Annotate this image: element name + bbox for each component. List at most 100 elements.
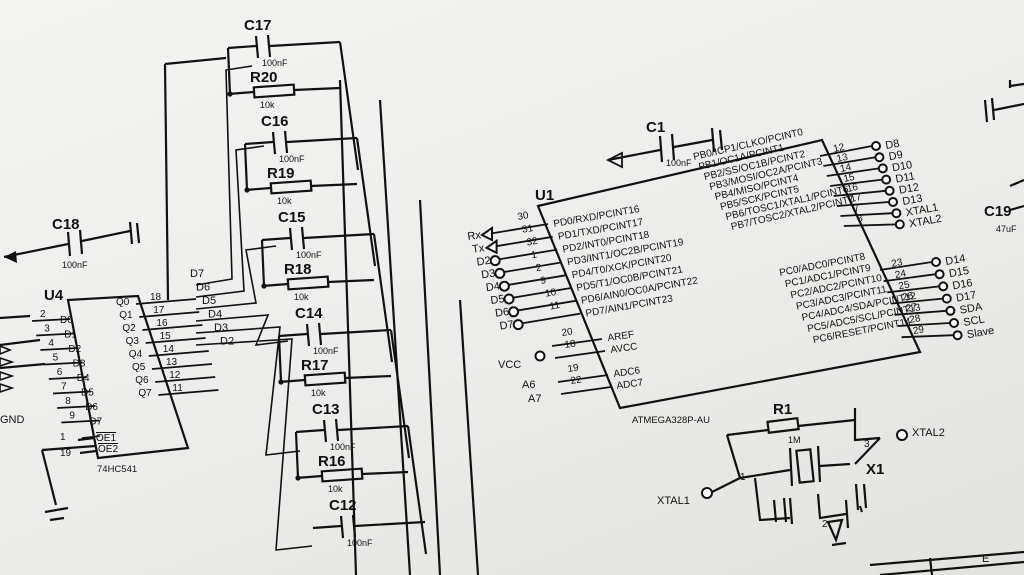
u1-left-pin-wire [510,287,572,299]
bus-net-label: D7 [190,268,204,280]
ladder-res-ref: R17 [301,357,329,374]
u4-output-pin-number: 16 [156,318,168,329]
u1-portb-terminal [894,219,905,230]
ladder-resistor-body [252,83,296,99]
u1-portb-pin-wire [833,189,886,197]
bus-wire [164,56,227,66]
u1-portc-net-label: D16 [952,277,974,292]
ladder-cap-wire [312,520,426,530]
bus-net-label: D6 [196,282,210,294]
ladder-cap-plates [288,226,306,251]
u1-portb-terminal [891,208,902,219]
vcc-terminal [534,350,546,362]
u4-input-pin-number: 4 [48,338,54,349]
u1-portc-pin-number: 28 [908,313,921,326]
u1-portb-terminal [881,174,892,185]
ladder-junction-dot [227,91,233,97]
u1-port-terminal [512,319,524,331]
u1-analog-pin-wire [554,350,606,359]
u4-input-pin-number: 6 [57,367,63,378]
u4-output-wire [158,389,219,396]
u4-input-pin-number: 7 [61,382,67,393]
u1-portc-pin-number: 29 [912,324,925,337]
ladder-right-rail [389,329,411,459]
u4-output-pin-label: Q1 [119,310,133,321]
u1-portb-terminal [874,152,885,163]
u4-output-pin-label: Q7 [138,388,152,399]
r1-ref: R1 [773,401,792,418]
bus-wire [195,338,313,551]
ladder-res-ref: R18 [284,261,312,278]
u4-output-pin-number: 15 [160,331,172,342]
u1-portc-terminal [945,305,956,316]
ladder-cap-ref: C13 [312,401,340,418]
x1-pin1: 1 [740,472,746,483]
u4-output-wire [151,363,213,370]
xtal1-net: XTAL1 [657,495,690,507]
u4-output-wire [155,376,216,383]
u4-output-pin-label: Q3 [126,336,140,347]
u4-input-wire [61,419,100,424]
u4-input-pin-label: D2 [68,344,81,355]
u1-portb-net-label: D12 [898,181,920,196]
u1-portb-pin-wire [830,178,883,187]
u1-port-terminal [498,280,510,292]
c18-capacitor: C18 100nF [3,216,141,270]
ladder-cap-plates [271,130,289,155]
u1-part: ATMEGA328P-AU [632,415,710,426]
u4-input-pin-number: 8 [65,396,71,407]
ladder-cap-value: 100nF [296,250,322,260]
ladder-resistor-body [269,179,313,195]
u1-portc-net-label: D17 [955,289,977,304]
u1-portb-pin-wire [826,167,879,177]
ladder-right-rail [355,137,377,267]
ladder-cap-value: 100nF [347,538,373,548]
ladder-left-rail [277,335,283,383]
u1-portb-pin-number: 8 [856,213,864,225]
bus-net-label: D3 [214,322,228,334]
u1-portb-pin-wire [840,212,893,217]
u1-left-pin-wire [497,248,558,261]
u1-portc-terminal [938,281,949,292]
ladder-res-ref: R19 [267,165,295,182]
ladder-right-rail [418,199,442,575]
u1-portc-pin-wire [879,261,933,271]
u4-input-pin-label: D1 [64,330,77,341]
ladder-cap-ref: C12 [329,497,357,514]
c1-value: 100nF [666,158,692,168]
u4-input-wire [52,390,92,395]
u1-portc-terminal [931,257,941,267]
a6-net-label: A6 [522,379,535,391]
ladder-cap-value: 100nF [279,154,305,164]
ladder-res-value: 10k [328,484,343,494]
u1-analog-pin-number: 19 [567,362,580,375]
ladder-res-value: 10k [294,292,309,302]
u1-portc-net-label: SCL [962,313,985,329]
title-frame: E [869,550,1024,575]
u1-left-net-label: Rx [467,229,482,243]
ladder-cap-plates [254,34,272,59]
u1-portb-pin-wire [836,201,890,207]
u4-output-pin-label: Q6 [135,375,149,386]
ladder-cap-wire [227,40,341,50]
bus-wire [195,245,277,310]
bus-net-label: D5 [202,295,216,307]
u1-portc-pin-number: 25 [898,279,911,292]
u4-input-pin-number: 3 [44,324,50,335]
u1-portb-pin-number: 12 [832,142,846,155]
u1-portb-pin-number: 13 [836,152,850,165]
ladder-right-rail [338,41,360,171]
u4-input-wire [57,405,96,409]
ladder-left-rail [226,47,232,95]
bus-net-label: D4 [208,309,222,321]
ladder-left-rail [260,239,266,287]
rc-ladder: C17100nFR2010kC16100nFR1910kC15100nFR181… [226,17,480,575]
ladder-cap-value: 100nF [330,442,356,452]
u4-output-pin-number: 12 [169,370,181,381]
u1-portb-pin-number: 16 [846,182,860,195]
ladder-right-rail [338,79,358,575]
